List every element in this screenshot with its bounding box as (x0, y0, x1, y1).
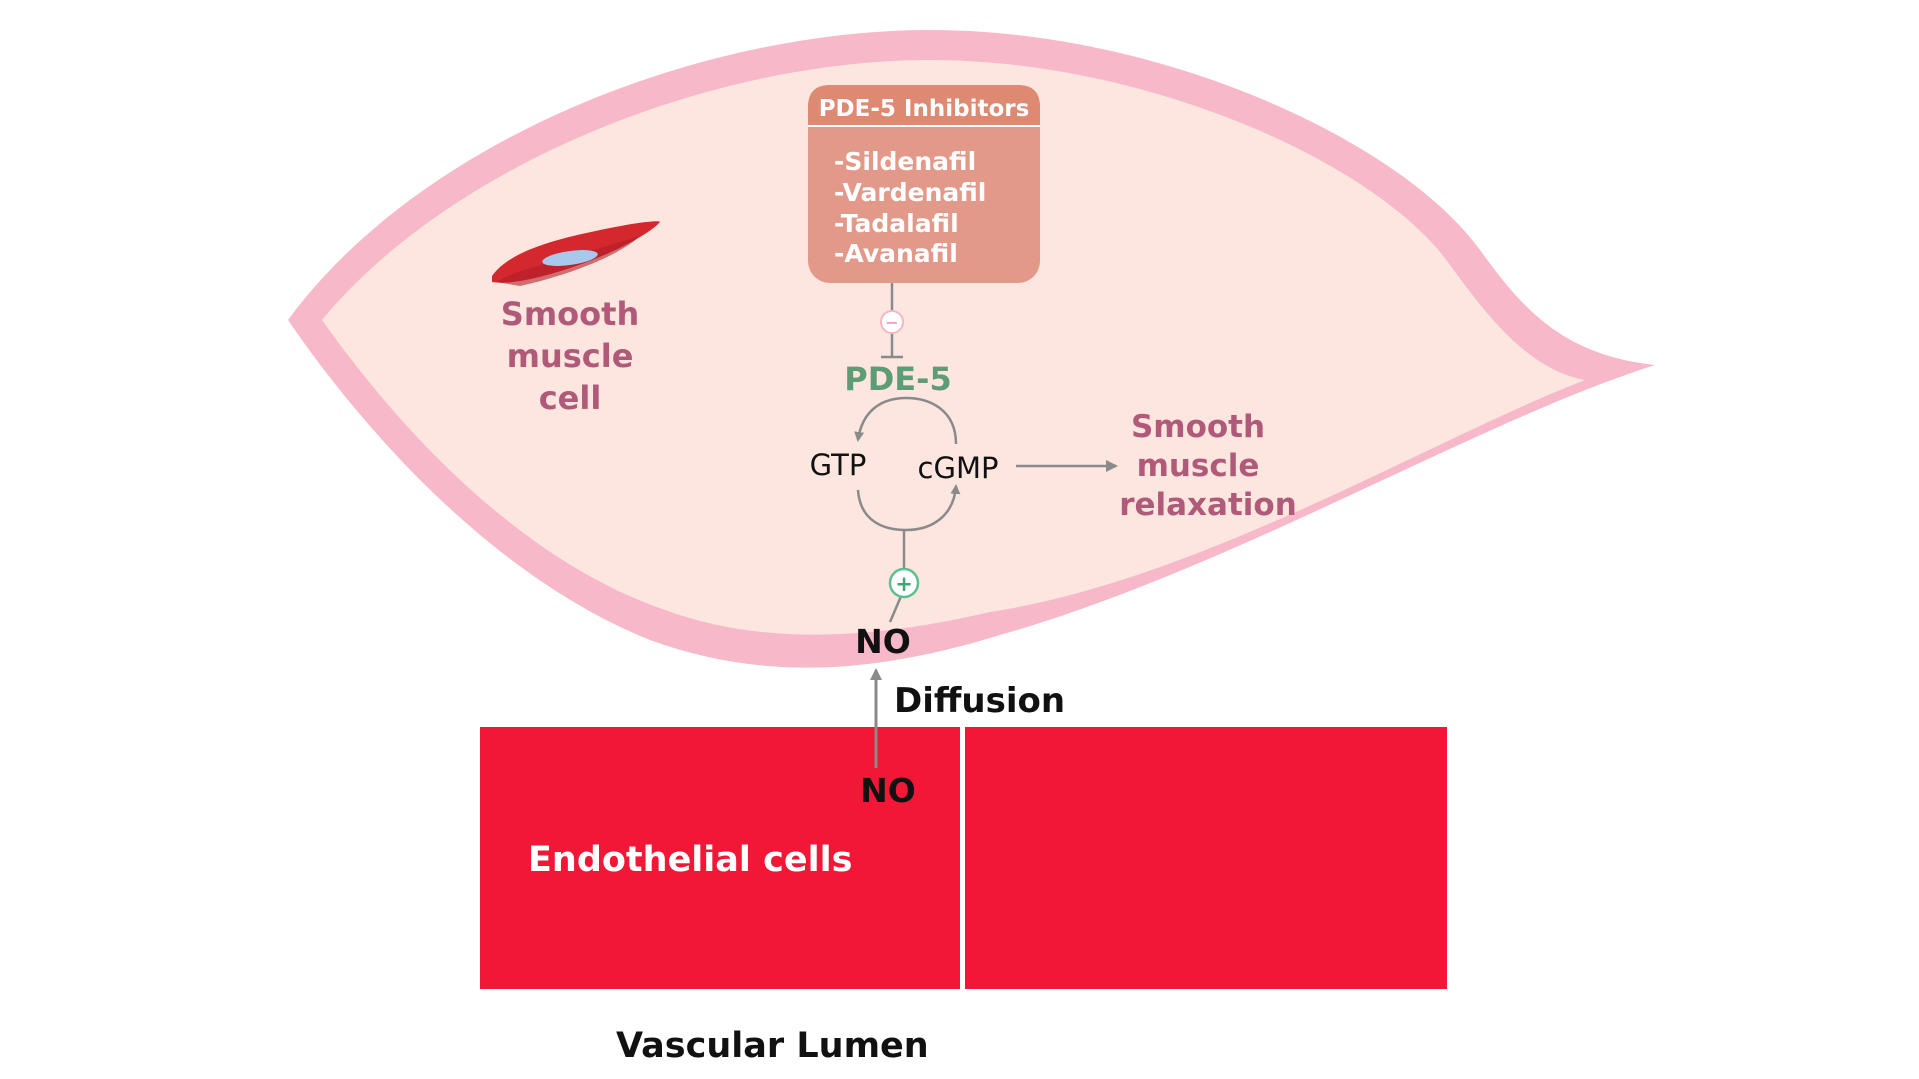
inhibitor-title: PDE-5 Inhibitors (819, 96, 1030, 122)
endothelial-cell-right (965, 727, 1447, 989)
smooth-muscle-label-line3: cell (539, 379, 602, 417)
activation-line-lower (888, 593, 904, 623)
relaxation-label-line1: Smooth (1131, 409, 1265, 445)
diffusion-label: Diffusion (894, 681, 1065, 721)
smooth-muscle-cell-interior (322, 60, 1585, 635)
cycle-arrow-bottom (856, 484, 961, 532)
inhibitor-drug-3: -Tadalafil (834, 209, 959, 238)
inhibit-symbol: − (885, 313, 898, 332)
activate-symbol: + (895, 572, 913, 596)
vascular-lumen-label: Vascular Lumen (616, 1026, 929, 1066)
no-label-cell: NO (855, 622, 911, 661)
gtp-label: GTP (810, 448, 867, 482)
relaxation-label-line2: muscle (1137, 448, 1260, 484)
relaxation-label-line3: relaxation (1119, 487, 1297, 523)
endothelial-label: Endothelial cells (528, 840, 852, 880)
endothelial-cell-left (480, 727, 960, 989)
inhibitor-drug-2: -Vardenafil (834, 178, 986, 207)
inhibitor-box: PDE-5 Inhibitors -Sildenafil -Vardenafil… (808, 85, 1040, 283)
pde5-label: PDE-5 (844, 360, 951, 398)
smooth-muscle-label-line2: muscle (507, 337, 634, 375)
inhibitor-drug-4: -Avanafil (834, 239, 958, 268)
activate-symbol-circle (888, 567, 920, 599)
no-label-endothelial: NO (860, 771, 916, 810)
cycle-arrow-top (854, 396, 958, 445)
muscle-cell-icon (492, 221, 660, 286)
inhibitor-drug-1: -Sildenafil (834, 147, 976, 176)
inhibit-symbol-circle (880, 310, 904, 334)
cgmp-label: cGMP (918, 451, 999, 485)
smooth-muscle-label-line1: Smooth (501, 295, 639, 333)
